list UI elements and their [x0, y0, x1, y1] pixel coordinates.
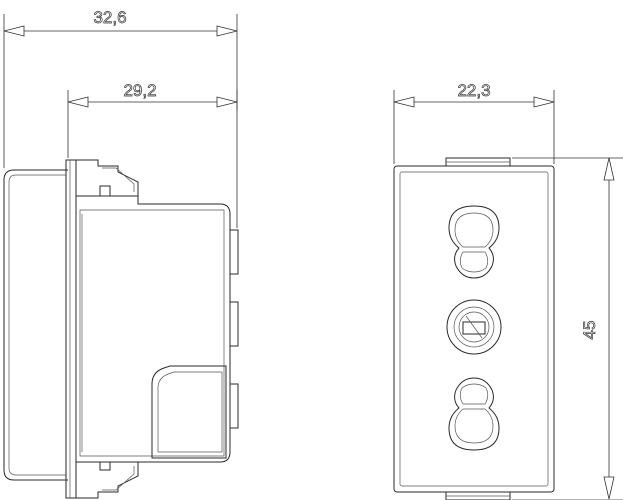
mounting-flange	[65, 159, 77, 499]
faceplate-outer	[393, 165, 555, 493]
front-cover-inner	[8, 174, 66, 476]
dimension-label-body-depth: 29,2	[123, 81, 156, 100]
front-cover-outline	[3, 169, 68, 481]
dimension-body-depth: 29,2	[67, 81, 238, 158]
terminal-screw-2	[229, 301, 239, 347]
socket-hole-top	[448, 205, 500, 279]
terminal-screw-1	[229, 229, 239, 275]
terminal-screw-3	[229, 383, 239, 429]
dimension-overall-depth: 32,6	[3, 8, 238, 228]
socket-hole-bottom	[448, 377, 500, 451]
body-outline	[75, 195, 231, 463]
dimension-front-width: 22,3	[393, 81, 555, 164]
terminal-block	[151, 365, 227, 459]
front-view	[393, 157, 555, 500]
faceplate-inner	[399, 171, 549, 487]
top-clip	[76, 159, 139, 197]
side-view	[3, 159, 239, 499]
dimension-front-height: 45	[512, 157, 623, 500]
dimension-label-overall-depth: 32,6	[93, 8, 126, 27]
bottom-clip	[76, 461, 139, 499]
socket-hole-earth	[446, 299, 502, 355]
dimension-label-front-height: 45	[580, 321, 599, 340]
dimension-label-front-width: 22,3	[457, 81, 490, 100]
